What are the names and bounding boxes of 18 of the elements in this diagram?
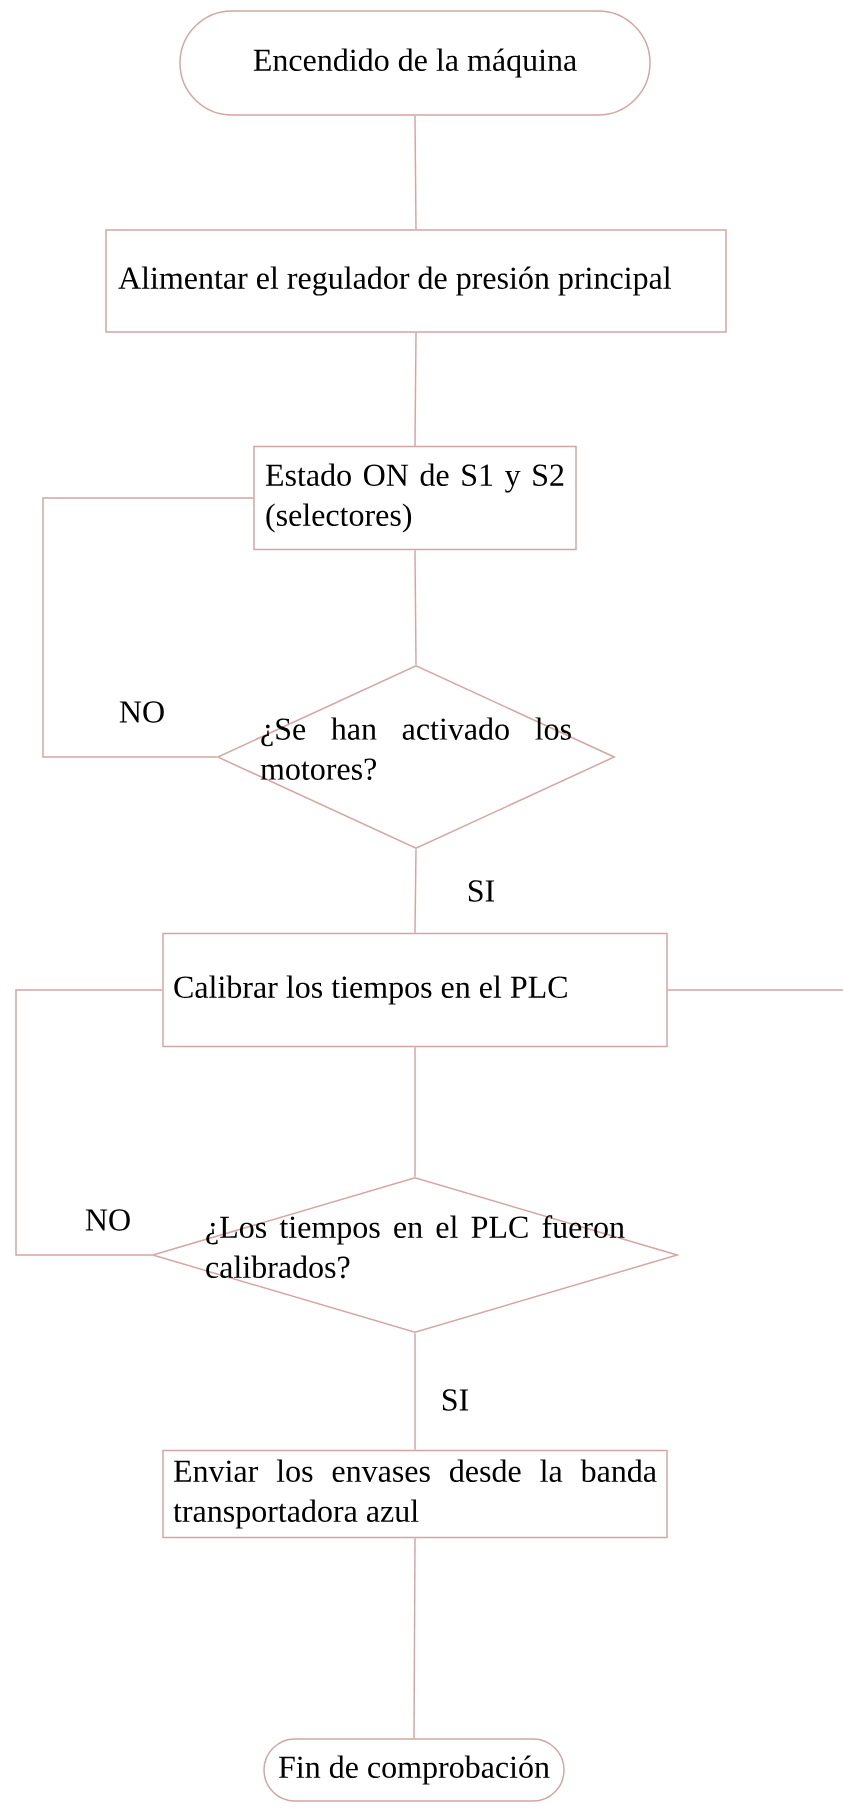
connector-line xyxy=(42,497,254,758)
edge-label: SI xyxy=(464,877,498,905)
connector-line xyxy=(413,1537,416,1740)
connector-line xyxy=(414,332,417,447)
process-box: Alimentar el regulador de presión principal xyxy=(105,229,727,333)
connector-line xyxy=(414,848,417,934)
edge-label: NO xyxy=(116,698,168,726)
process-box: Enviar los envases desde la banda transportadora azul xyxy=(162,1449,668,1539)
edge-label: SI xyxy=(438,1386,472,1414)
process-box: Calibrar los tiempos en el PLC xyxy=(162,932,668,1048)
connector-line xyxy=(667,989,843,991)
connector-line xyxy=(414,549,417,666)
process-box: Estado ON de S1 y S2 (selectores) xyxy=(253,445,577,551)
connector-line xyxy=(414,1046,416,1178)
connector-line xyxy=(15,989,163,1256)
connector-line xyxy=(414,115,417,230)
connector-line xyxy=(414,1332,416,1451)
edge-label: NO xyxy=(82,1206,134,1234)
